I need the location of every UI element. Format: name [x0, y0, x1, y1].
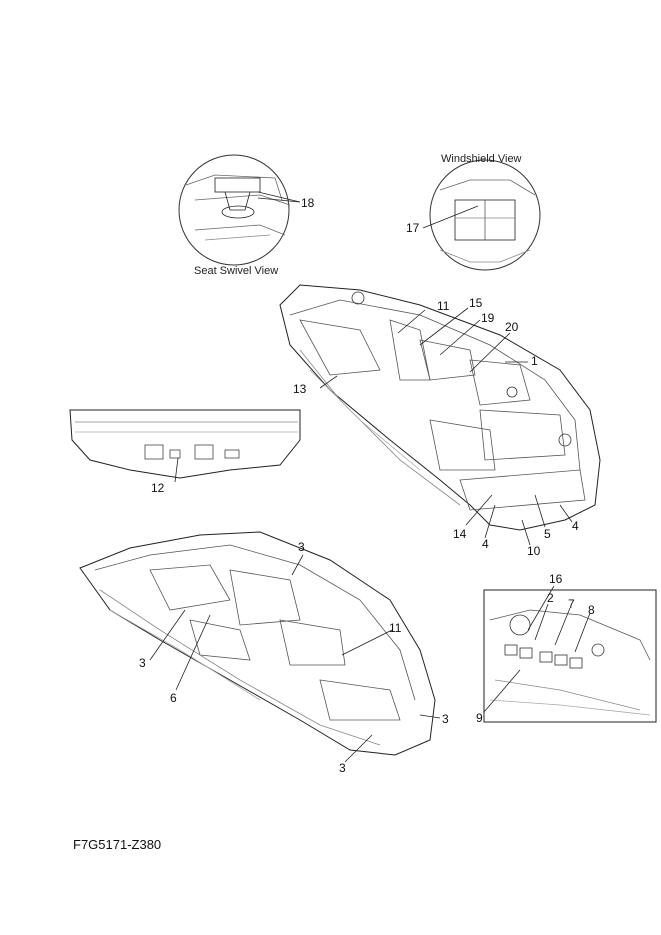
dash-detail: [483, 585, 657, 723]
callout-3-top: 3: [298, 540, 305, 554]
callout-13: 13: [293, 382, 307, 396]
callout-20: 20: [505, 320, 519, 334]
callout-15: 15: [469, 296, 483, 310]
callout-10: 10: [527, 544, 541, 558]
boat-bottom-left: [79, 531, 441, 763]
callout-5: 5: [544, 527, 551, 541]
callout-1: 1: [531, 354, 538, 368]
callout-16: 16: [549, 572, 563, 586]
windshield-view-caption: Windshield View: [441, 153, 522, 165]
callout-4-left: 4: [482, 537, 489, 551]
seat-swivel-detail: [178, 154, 301, 266]
windshield-detail: [422, 159, 541, 271]
callout-3-right: 3: [442, 712, 449, 726]
callout-3-bottom: 3: [339, 761, 346, 775]
callout-9: 9: [476, 711, 483, 725]
callout-3-left: 3: [139, 656, 146, 670]
callout-19: 19: [481, 311, 495, 325]
callout-11-top: 11: [437, 299, 450, 313]
callout-18: 18: [301, 196, 315, 210]
callout-12: 12: [151, 481, 165, 495]
callout-17: 17: [406, 221, 420, 235]
part-code: F7G5171-Z380: [73, 837, 162, 852]
boat-top-right: [279, 284, 601, 546]
callout-8: 8: [588, 603, 595, 617]
callout-2: 2: [547, 591, 554, 605]
callout-11-bottom: 11: [389, 621, 402, 635]
callout-7: 7: [568, 597, 575, 611]
seat-swivel-view-caption: Seat Swivel View: [194, 265, 279, 277]
callout-14: 14: [453, 527, 467, 541]
transom-view: [69, 409, 301, 483]
callout-4-right: 4: [572, 519, 579, 533]
callout-6: 6: [170, 691, 177, 705]
